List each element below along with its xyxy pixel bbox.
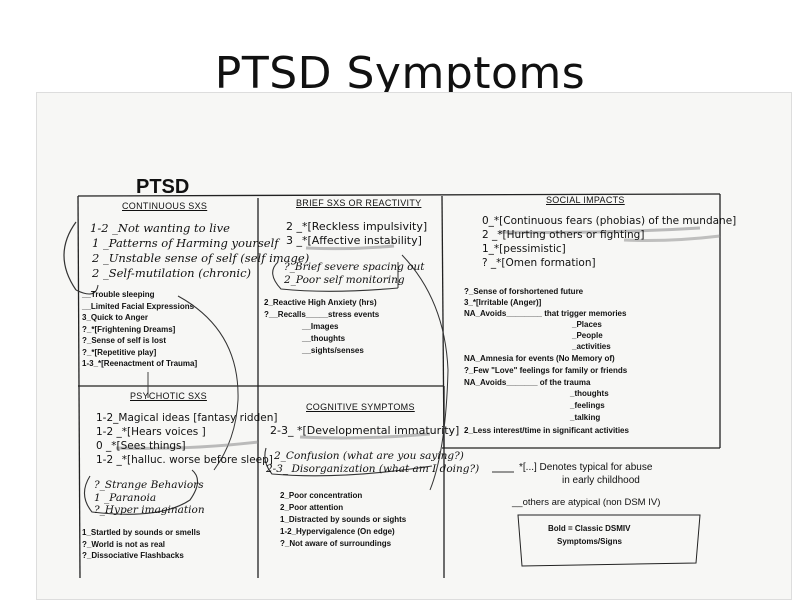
brief-printed-2: __Images [302,322,339,331]
list-item: 1-2_Magical ideas [fantasy ridden] [96,412,278,424]
continuous-header: CONTINUOUS SXS [122,201,208,211]
legend-others: __others are atypical (non DSM IV) [512,497,661,508]
social-printed-10: _feelings [570,401,605,410]
list-item: 3 _*[Affective instability] [286,234,422,247]
list-item: __Limited Facial Expressions [82,301,195,311]
social-printed-0: ?_Sense of forshortened future [464,287,584,296]
list-item: ?_*[Repetitive play] [82,347,157,357]
social-printed-7: ?_Few "Love" feelings for family or frie… [464,366,628,375]
social-printed-3: _Places [572,320,602,329]
cognitive-header: COGNITIVE SYMPTOMS [306,402,415,412]
list-item: 2_Poor self monitoring [284,274,405,286]
social-handwritten-list: 0_*[Continuous fears (phobias) of the mu… [482,216,736,272]
brief-printed-4: __sights/senses [302,346,364,355]
list-item: 1-3_*[Reenactment of Trauma] [82,359,198,368]
psychotic-handwritten-top: 1-2_Magical ideas [fantasy ridden] 1-2 _… [96,413,277,469]
list-item: 1_*[pessimistic] [482,243,566,255]
list-item: 2 _*[Hurting others or fighting] [482,229,645,241]
continuous-handwritten-list: 1-2 _Not wanting to live 1 _Patterns of … [90,221,310,283]
legend-note-line2: in early childhood [562,475,640,486]
social-printed-4: _People [572,331,603,340]
slide-title: PTSD Symptoms [214,48,586,99]
social-printed-8: NA_Avoids_______ of the trauma [464,378,591,387]
list-item: ?_Dissociative Flashbacks [82,551,184,560]
legend-note-line1: *[...] Denotes typical for abuse [519,462,653,473]
psychotic-header: PSYCHOTIC SXS [130,391,207,401]
list-item: ?_Hyper imagination [94,504,205,516]
list-item: 2_Poor attention [280,503,344,512]
list-item: ?_World is not as real [82,539,165,549]
list-item: 1-2 _Not wanting to live [90,221,230,235]
list-item: 2 _Self-mutilation (chronic) [92,266,252,280]
social-printed-9: _thoughts [570,389,609,398]
continuous-printed-list: __Trouble sleeping __Limited Facial Expr… [82,291,197,372]
social-printed-6: NA_Amnesia for events (No Memory of) [464,354,615,363]
list-item: 0 _*[Sees things] [96,440,186,452]
list-item: 1-2 _*[halluc. worse before sleep] [96,454,273,466]
list-item: ?_Brief severe spacing out [284,261,425,273]
list-item: 1-2_Hypervigalence (On edge) [280,527,395,536]
list-item: 1_Distracted by sounds or sights [280,515,407,524]
list-item: 1_Startled by sounds or smells [82,528,201,537]
list-item: ?_Strange Behaviors [94,479,204,491]
cognitive-handwritten-0: 2-3_ *[Developmental immaturity] [270,424,460,437]
list-item: 2 _*[Reckless impulsivity] [286,220,428,233]
brief-printed-0: 2_Reactive High Anxiety (hrs) [264,298,377,307]
social-header: SOCIAL IMPACTS [546,195,625,205]
social-printed-12: 2_Less interest/time in significant acti… [464,426,629,435]
list-item: ?_Sense of self is lost [82,336,167,345]
list-item: 1-2 _*[Hears voices ] [96,426,206,438]
list-item: __Trouble sleeping [82,290,155,299]
brief-header: BRIEF SXS OR REACTIVITY [296,198,422,208]
brief-handwritten-bottom: ?_Brief severe spacing out 2_Poor self m… [284,262,424,288]
social-printed-11: _talking [570,413,601,422]
brief-handwritten-top: 2 _*[Reckless impulsivity] 3 _*[Affectiv… [286,221,427,249]
social-printed-5: _activities [572,342,611,351]
list-item: 1 _Paranoia [94,491,157,504]
list-item: 2_Confusion (what are you saying?) [274,450,464,462]
list-item: 0_*[Continuous fears (phobias) of the mu… [482,215,737,227]
legend-bold-line1: Bold = Classic DSMIV [548,524,631,533]
list-item: 1 _Patterns of Harming yourself [92,236,279,250]
cognitive-handwritten-bottom: 2_Confusion (what are you saying?) 2-3_ … [266,451,479,477]
list-item: 2_Poor concentration [280,491,363,500]
brief-printed-1: ?__Recalls_____stress events [264,310,380,319]
list-item: 3_Quick to Anger [82,313,148,322]
list-item: ? _*[Omen formation] [482,257,596,269]
brief-printed-3: __thoughts [302,334,346,343]
list-item: ?_*[Frightening Dreams] [82,324,176,334]
psychotic-handwritten-bottom: ?_Strange Behaviors 1 _Paranoia ?_Hyper … [94,480,205,518]
worksheet-heading: PTSD [136,176,190,198]
social-printed-2: NA_Avoids________ that trigger memories [464,309,627,318]
list-item: ?_Not aware of surroundings [280,539,392,548]
cognitive-printed-list: 2_Poor concentration 2_Poor attention 1_… [280,492,406,552]
list-item: 2 _Unstable sense of self (self image) [92,251,310,265]
list-item: 2-3_ Disorganization (what am I doing?) [266,463,480,475]
legend-bold-line2: Symptoms/Signs [557,537,622,546]
psychotic-printed-list: 1_Startled by sounds or smells ?_World i… [82,529,200,564]
social-printed-1: 3_*[Irritable (Anger)] [464,298,542,307]
